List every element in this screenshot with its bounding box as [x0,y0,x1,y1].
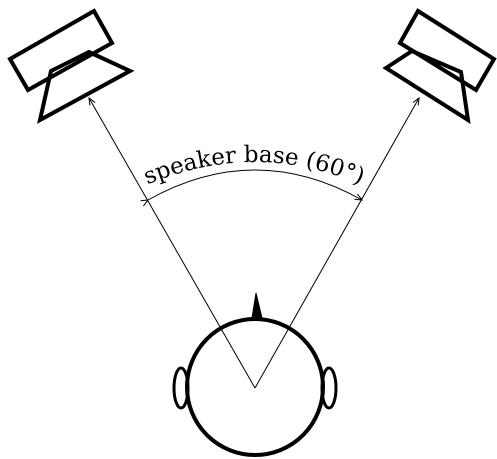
nose-icon [252,293,262,318]
right-speaker-icon [386,11,494,120]
speaker-base-label: speaker base (60°) [140,142,368,190]
left-sight-line [89,98,255,388]
left-speaker-box [10,11,112,90]
left-speaker-cone [40,52,130,120]
right-sight-line [255,98,419,388]
left-speaker-icon [10,11,130,120]
head-icon [174,293,336,455]
